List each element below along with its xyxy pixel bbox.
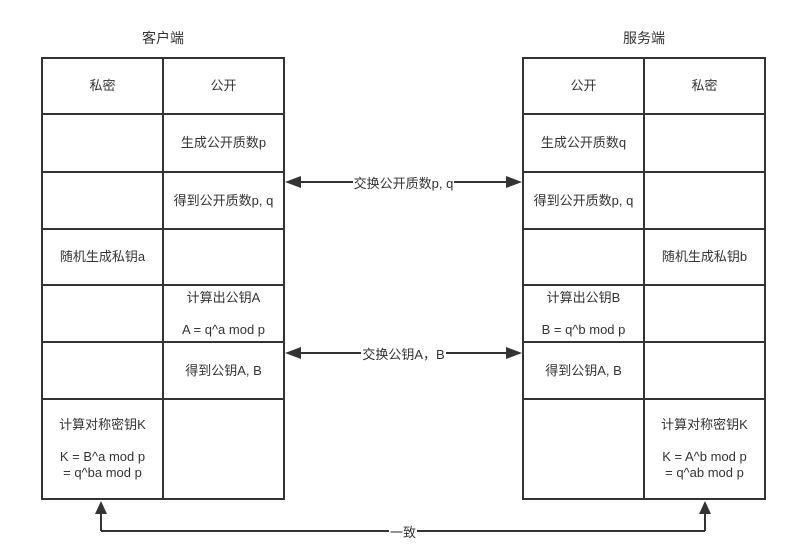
server-row5-secret — [645, 343, 764, 398]
arrow-line — [301, 181, 353, 183]
client-row4-secret — [43, 286, 162, 341]
consistent-label: 一致 — [390, 524, 417, 540]
server-row2-public: 得到公开质数p, q — [524, 173, 643, 228]
client-row2-public: 得到公开质数p, q — [164, 173, 283, 228]
consistent-riser-right — [704, 513, 706, 531]
consistent-connector: 一致 — [101, 523, 706, 540]
arrowhead-up-left-icon — [95, 501, 107, 514]
server-row2-secret — [645, 173, 764, 228]
arrowhead-right-icon — [506, 176, 522, 188]
client-row3-secret: 随机生成私钥a — [43, 230, 162, 284]
server-row5-public: 得到公钥A, B — [524, 343, 643, 398]
server-row3-public — [524, 230, 643, 284]
arrowhead-left-icon — [285, 176, 301, 188]
client-row1-secret — [43, 115, 162, 171]
client-row6-secret: 计算对称密钥K K = B^a mod p = q^ba mod p — [43, 400, 162, 498]
server-table: 公开 私密 生成公开质数q 得到公开质数p, q 随机生成私钥b 计算出公钥B … — [522, 57, 766, 500]
client-row6-public — [164, 400, 283, 498]
arrowhead-up-right-icon — [699, 501, 711, 514]
server-row6-secret: 计算对称密钥K K = A^b mod p = q^ab mod p — [645, 400, 764, 498]
exchange-keys-arrow: 交换公钥A，B — [285, 346, 522, 362]
exchange-keys-label: 交换公钥A，B — [362, 346, 445, 362]
client-row5-public: 得到公钥A, B — [164, 343, 283, 398]
server-header-secret: 私密 — [645, 59, 764, 113]
arrowhead-left-icon — [285, 347, 301, 359]
arrow-line — [301, 352, 362, 354]
server-header-public: 公开 — [524, 59, 643, 113]
arrow-line — [445, 352, 506, 354]
client-table: 私密 公开 生成公开质数p 得到公开质数p, q 随机生成私钥a 计算出公钥A … — [41, 57, 285, 500]
exchange-primes-arrow: 交换公开质数p, q — [285, 175, 522, 191]
server-row3-secret: 随机生成私钥b — [645, 230, 764, 284]
server-row1-secret — [645, 115, 764, 171]
server-title: 服务端 — [623, 30, 665, 46]
server-row4-public: 计算出公钥B B = q^b mod p — [524, 286, 643, 341]
client-header-secret: 私密 — [43, 59, 162, 113]
client-row2-secret — [43, 173, 162, 228]
client-title: 客户端 — [142, 30, 184, 46]
client-row3-public — [164, 230, 283, 284]
client-row4-public: 计算出公钥A A = q^a mod p — [164, 286, 283, 341]
exchange-primes-label: 交换公开质数p, q — [353, 175, 454, 191]
arrow-line — [101, 530, 389, 532]
consistent-riser-left — [100, 513, 102, 531]
arrow-line — [417, 530, 706, 532]
client-row5-secret — [43, 343, 162, 398]
client-header-public: 公开 — [164, 59, 283, 113]
server-row4-secret — [645, 286, 764, 341]
arrow-line — [454, 181, 506, 183]
arrowhead-right-icon — [506, 347, 522, 359]
client-row1-public: 生成公开质数p — [164, 115, 283, 171]
server-row1-public: 生成公开质数q — [524, 115, 643, 171]
server-row6-public — [524, 400, 643, 498]
